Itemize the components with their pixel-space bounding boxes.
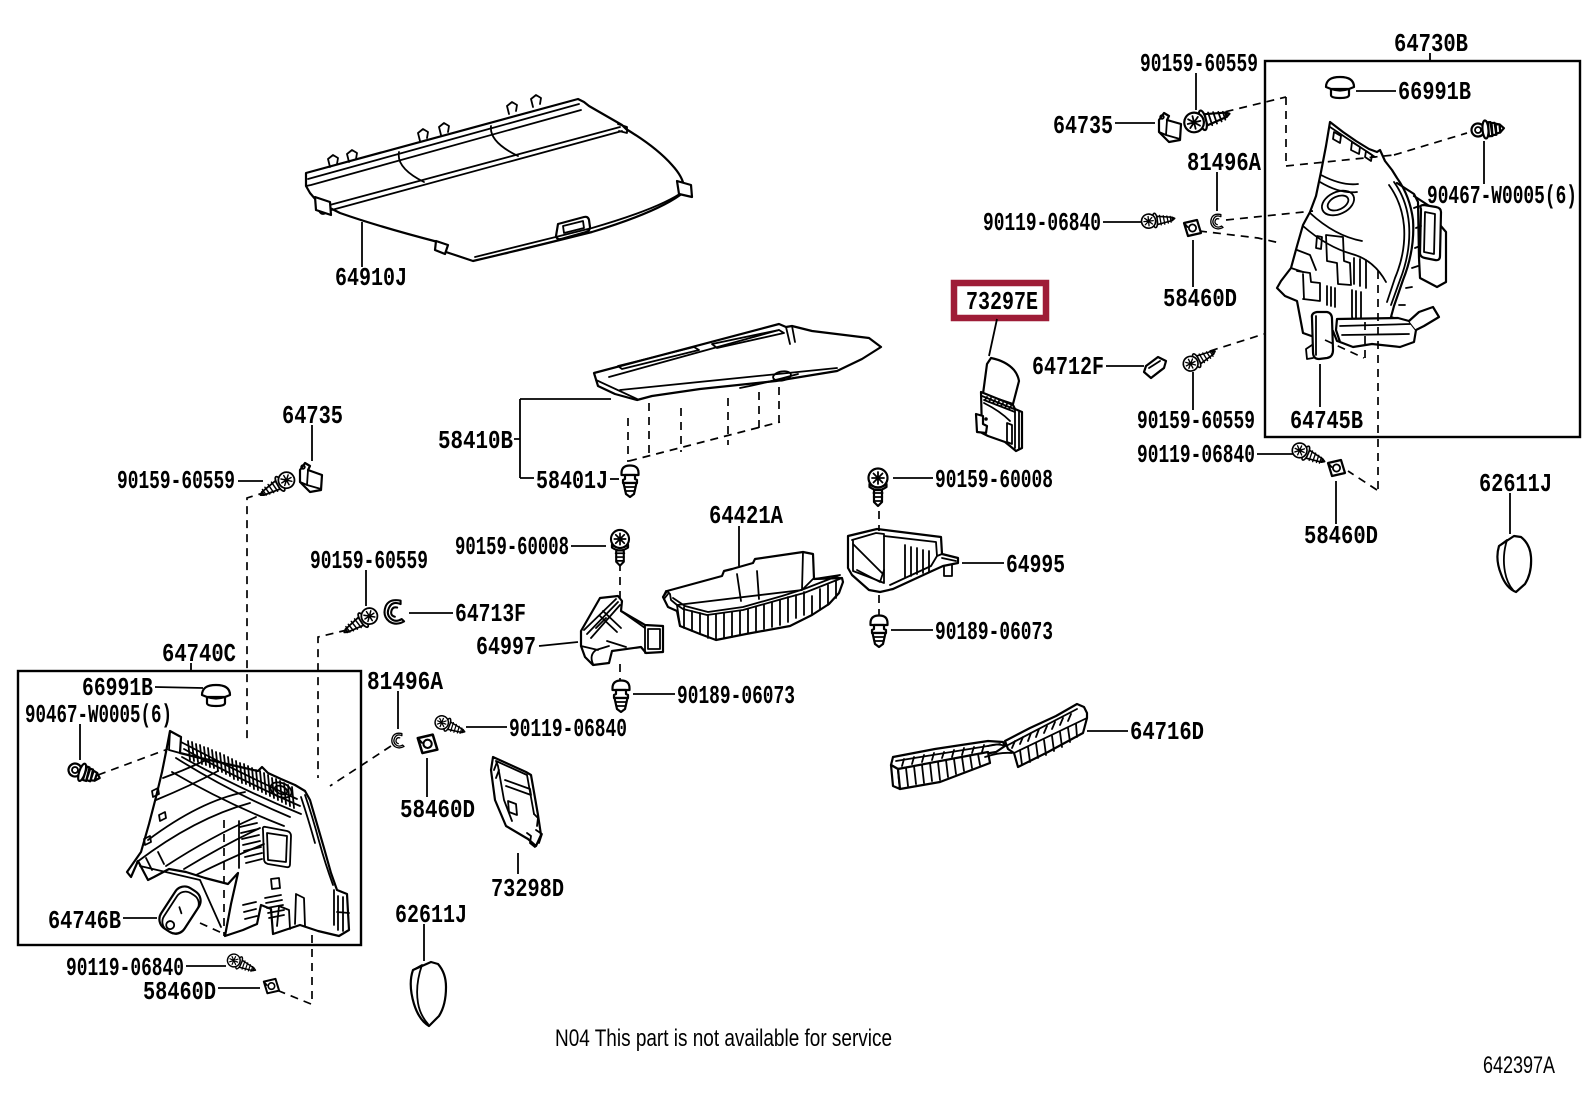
svg-text:73298D: 73298D (491, 874, 564, 904)
svg-text:90467-W0005(6): 90467-W0005(6) (1427, 181, 1577, 211)
svg-text:58460D: 58460D (143, 977, 216, 1007)
svg-text:90159-60559: 90159-60559 (1140, 49, 1258, 79)
svg-text:64740C: 64740C (162, 639, 236, 669)
svg-text:81496A: 81496A (367, 667, 443, 697)
svg-text:64746B: 64746B (48, 906, 121, 936)
svg-text:58460D: 58460D (1304, 521, 1378, 551)
svg-text:64730B: 64730B (1394, 29, 1468, 59)
svg-text:58460D: 58460D (400, 795, 475, 825)
svg-text:90159-60008: 90159-60008 (455, 532, 569, 562)
svg-text:N04 This part is not availabl: N04 This part is not available for servi… (555, 1025, 892, 1052)
svg-text:62611J: 62611J (1479, 469, 1552, 499)
svg-text:64745B: 64745B (1290, 406, 1363, 436)
svg-text:90159-60008: 90159-60008 (935, 465, 1053, 495)
svg-text:64716D: 64716D (1130, 717, 1204, 747)
svg-text:90189-06073: 90189-06073 (677, 681, 795, 711)
svg-text:64735: 64735 (1053, 111, 1113, 141)
svg-text:90467-W0005(6): 90467-W0005(6) (25, 700, 172, 730)
svg-text:64712F: 64712F (1032, 352, 1104, 382)
svg-text:58401J: 58401J (536, 466, 608, 496)
svg-text:90119-06840: 90119-06840 (509, 714, 627, 744)
svg-text:90159-60559: 90159-60559 (310, 546, 428, 576)
svg-text:64735: 64735 (282, 401, 343, 431)
svg-text:62611J: 62611J (395, 900, 467, 930)
svg-text:64997: 64997 (476, 632, 536, 662)
svg-text:642397A: 642397A (1483, 1052, 1555, 1079)
svg-text:90189-06073: 90189-06073 (935, 617, 1053, 647)
svg-text:90119-06840: 90119-06840 (66, 953, 184, 983)
svg-text:64910J: 64910J (335, 263, 407, 293)
svg-text:90119-06840: 90119-06840 (983, 208, 1101, 238)
svg-text:90159-60559: 90159-60559 (1137, 406, 1255, 436)
svg-text:66991B: 66991B (82, 673, 153, 703)
svg-text:81496A: 81496A (1187, 148, 1261, 178)
svg-text:73297E: 73297E (966, 287, 1038, 317)
svg-text:58460D: 58460D (1163, 284, 1237, 314)
svg-text:90159-60559: 90159-60559 (117, 466, 235, 496)
svg-text:66991B: 66991B (1398, 77, 1471, 107)
svg-text:64421A: 64421A (709, 501, 783, 531)
svg-text:90119-06840: 90119-06840 (1137, 440, 1255, 470)
svg-text:64995: 64995 (1006, 550, 1065, 580)
svg-text:58410B: 58410B (438, 426, 513, 456)
svg-text:64713F: 64713F (455, 599, 526, 629)
